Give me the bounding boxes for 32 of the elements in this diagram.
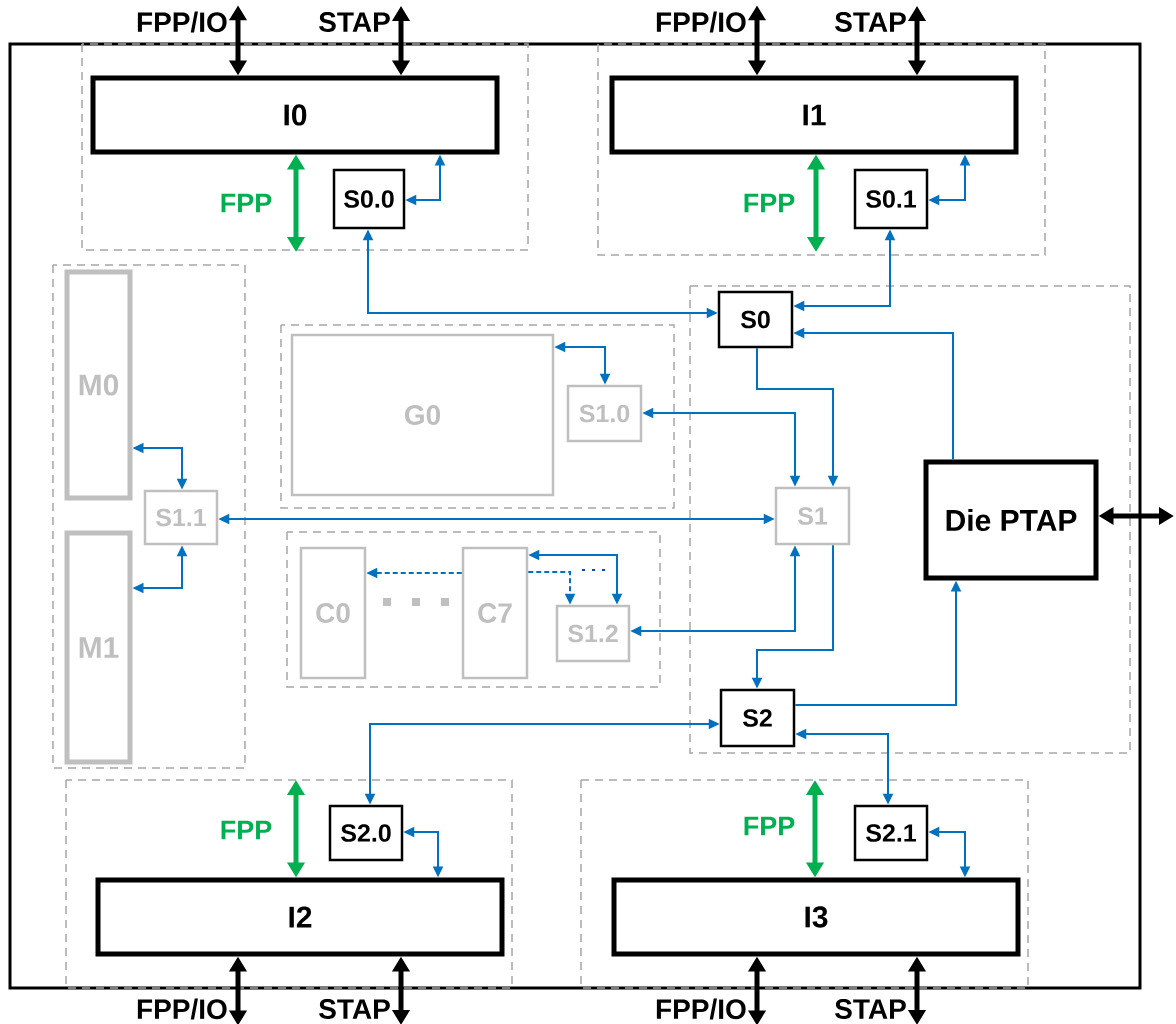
block-box: G0 [290,333,555,497]
switch-box: S1.0 [566,384,643,443]
port-label: STAP [319,999,390,1019]
block-box: C7 [461,546,529,680]
switch-box: S0.1 [853,168,929,230]
edge-label: FPP [218,192,274,214]
switch-box: S0.0 [332,168,406,230]
port-label: STAP [319,12,390,32]
block-box: I1 [609,75,1019,155]
block-box: I0 [90,75,500,155]
port-label: FPP/IO [137,11,227,33]
block-box: I3 [611,877,1021,957]
block-box: M1 [64,530,133,765]
switch-box: S0 [717,290,794,349]
block-box: Die PTAP [923,459,1099,581]
port-label: STAP [835,12,906,32]
port-label: FPP/IO [656,11,746,33]
edge-label: FPP [218,819,274,841]
block-box: C0 [299,546,367,680]
port-label: FPP/IO [137,998,227,1020]
switch-box: S2.0 [328,804,404,862]
switch-box: S1 [774,486,851,546]
switch-box: S2 [719,688,796,748]
port-label: FPP/IO [656,998,746,1020]
switch-box: S1.2 [555,604,631,663]
switch-box: S2.1 [853,804,929,862]
edge-label: FPP [741,815,797,837]
block-box: I2 [95,877,505,957]
block-box: M0 [64,269,133,501]
switch-box: S1.1 [143,489,219,546]
port-label: STAP [835,999,906,1019]
edge-label: FPP [741,192,797,214]
